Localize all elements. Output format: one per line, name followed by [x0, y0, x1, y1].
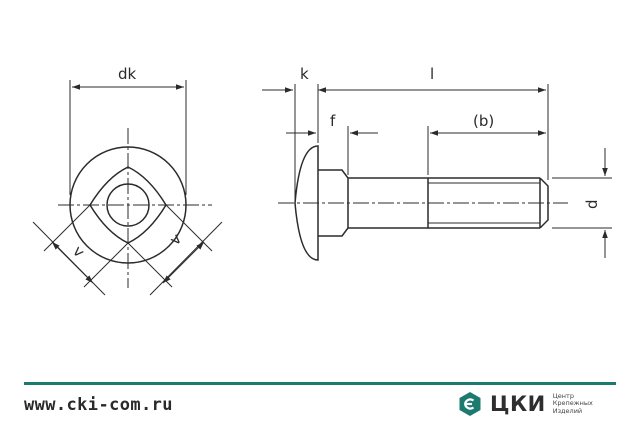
front-view — [32, 80, 223, 296]
logo-tagline-line: Изделий — [552, 406, 583, 415]
label-l: l — [430, 65, 434, 83]
logo-tagline-line: Центр — [552, 391, 574, 400]
footer-divider — [24, 382, 616, 385]
label-dk: dk — [118, 65, 137, 83]
site-url-link[interactable]: www.cki-com.ru — [24, 395, 173, 415]
hexagon-logo-icon — [459, 392, 481, 416]
v-right-dimension-line — [162, 241, 205, 284]
label-v-left: v — [69, 242, 88, 261]
side-view — [262, 84, 612, 261]
label-b: (b) — [473, 112, 494, 130]
label-d: d — [583, 199, 601, 209]
label-k: k — [300, 65, 309, 83]
label-f: f — [330, 112, 336, 130]
logo-tagline: Центр Крепежных Изделий — [552, 391, 593, 415]
v-left-dimension-line — [51, 241, 94, 284]
bolt-head — [294, 145, 319, 261]
logo-tagline-line: Крепежных — [552, 399, 593, 408]
logo-wordmark: ЦКИ — [490, 392, 546, 416]
company-logo[interactable]: ЦКИ Центр Крепежных Изделий — [458, 391, 593, 417]
